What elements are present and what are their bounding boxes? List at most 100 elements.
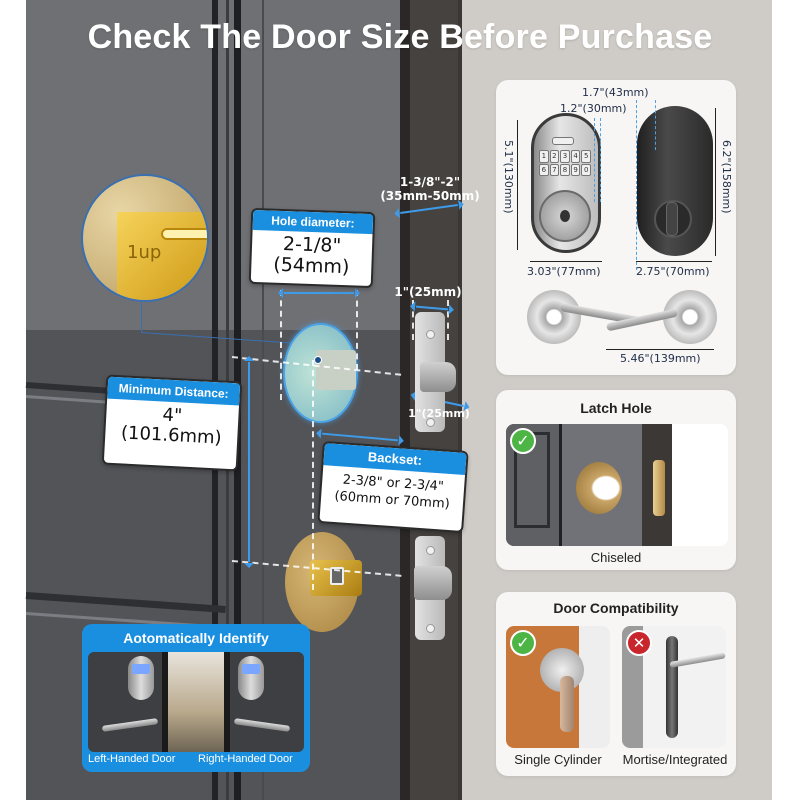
lower-latch-square [330, 567, 344, 585]
hole-diameter-heading: Hole diameter: [252, 209, 374, 235]
keypad-key: 2 [549, 150, 560, 163]
dim-guide [655, 100, 656, 150]
single-cylinder-caption: Single Cylinder [514, 752, 602, 767]
left-lever-icon [101, 718, 159, 732]
latch-bolt [420, 362, 456, 392]
left-keypad-icon [132, 664, 150, 674]
keypad-key: 1 [539, 150, 549, 163]
door-thickness-label: 1-3/8"-2" (35mm-50mm) [380, 175, 480, 204]
latch-hole-title: Latch Hole [580, 400, 652, 416]
hole-diameter-value: 2-1/8" (54mm) [251, 230, 372, 279]
keypad-key: 0 [581, 163, 591, 176]
screw-icon [426, 624, 435, 633]
right-lever-icon [233, 718, 291, 732]
back-height-label: 6.2"(158mm) [720, 140, 733, 214]
keypad-key: 4 [570, 150, 581, 163]
mortise-backplate [666, 636, 678, 738]
right-lock-icon [238, 656, 264, 700]
screw-icon [426, 418, 435, 427]
center-marker-icon [314, 356, 322, 364]
mortise-caption: Mortise/Integrated [622, 752, 728, 767]
keypad-key: 3 [560, 150, 570, 163]
left-handed-caption: Left-Handed Door [88, 753, 176, 765]
latch-hole-image: ✓ [506, 424, 728, 546]
left-margin [0, 0, 26, 800]
latch-zoom-detail: 1up [81, 174, 209, 302]
latch-slot [161, 228, 207, 240]
dim-guide [594, 118, 595, 202]
lever-length-line [606, 349, 714, 350]
minimum-distance-value: 4" (101.6mm) [105, 399, 239, 449]
keypad: 1 2 3 4 5 6 7 8 9 0 [539, 150, 591, 176]
door-edge-shadow [400, 0, 410, 800]
screw-icon [426, 330, 435, 339]
bore-hole-image [576, 462, 622, 514]
minimum-distance-card: Minimum Distance: 4" (101.6mm) [101, 374, 243, 472]
right-handed-caption: Right-Handed Door [198, 753, 293, 765]
dim-guide [636, 100, 637, 270]
zoom-leader-line [141, 302, 142, 332]
engraving-text: 1up [127, 242, 162, 263]
handed-doors-image [88, 652, 304, 752]
guide-line [356, 290, 358, 370]
door-compatibility-title: Door Compatibility [553, 600, 679, 616]
back-depth-label: 1.7"(43mm) [582, 86, 649, 99]
door-frame [224, 652, 230, 752]
backset-value: 2-3/8" or 2-3/4" (60mm or 70mm) [321, 465, 465, 515]
door-thickness-imperial: 1-3/8"-2" [399, 175, 461, 189]
left-lever-rose [527, 290, 581, 344]
front-width-line [530, 261, 602, 262]
latch-bolt-width-label: 1"(25mm) [408, 407, 470, 420]
chiseled-latch-recess [653, 460, 665, 516]
latch-hole-caption: Chiseled [590, 550, 642, 565]
right-keypad-icon [242, 664, 260, 674]
latch-plate-closeup [117, 212, 207, 300]
keypad-key: 5 [581, 150, 591, 163]
front-depth-label: 1.2"(30mm) [560, 102, 627, 115]
keyhole-icon [560, 210, 570, 222]
single-cylinder-image: ✓ [506, 626, 610, 748]
guide-line [447, 300, 449, 340]
keypad-key: 6 [539, 163, 549, 176]
hole-diameter-card: Hole diameter: 2-1/8" (54mm) [248, 207, 376, 289]
door-frame [162, 652, 168, 752]
guide-line [312, 360, 314, 590]
door-thickness-metric: (35mm-50mm) [380, 188, 480, 203]
keypad-indicator [552, 137, 574, 145]
key-icon [560, 676, 574, 732]
auto-identify-card: Aotomatically Identify Left-Handed Door … [82, 624, 310, 772]
hallway-view [166, 652, 224, 752]
right-margin [772, 0, 800, 800]
auto-identify-title: Aotomatically Identify [123, 630, 269, 646]
left-lock-icon [128, 656, 154, 700]
mortise-image: ✕ [622, 626, 726, 748]
keypad-key: 9 [570, 163, 581, 176]
back-width-label: 2.75"(70mm) [636, 265, 710, 278]
cross-bore-latch [316, 350, 356, 390]
page-title: Check The Door Size Before Purchase [87, 18, 713, 56]
front-height-line [517, 120, 518, 250]
door-groove [262, 0, 264, 800]
back-width-line [636, 261, 712, 262]
minimum-distance-arrow [244, 356, 254, 568]
latch-plate-width-label: 1"(25mm) [394, 285, 462, 299]
hole-diameter-metric: (54mm) [272, 253, 350, 279]
lever-length-label: 5.46"(139mm) [620, 352, 701, 365]
keypad-key: 7 [549, 163, 560, 176]
keypad-key: 8 [560, 163, 570, 176]
latch-hole-card: Latch Hole ✓ Chiseled [496, 390, 736, 570]
backset-card: Backset: 2-3/8" or 2-3/4" (60mm or 70mm) [317, 441, 469, 533]
screw-icon [426, 546, 435, 555]
thumb-turn-bar [666, 202, 678, 236]
back-height-line [715, 108, 716, 256]
x-icon: ✕ [626, 630, 652, 656]
check-icon: ✓ [510, 428, 536, 454]
door-compatibility-card: Door Compatibility ✓ ✕ Single Cylinder M… [496, 592, 736, 776]
guide-line [280, 290, 282, 400]
front-height-label: 5.1"(130mm) [502, 140, 515, 214]
front-width-label: 3.03"(77mm) [527, 265, 601, 278]
guide-line [412, 300, 414, 340]
check-icon: ✓ [510, 630, 536, 656]
dim-guide [600, 118, 601, 202]
